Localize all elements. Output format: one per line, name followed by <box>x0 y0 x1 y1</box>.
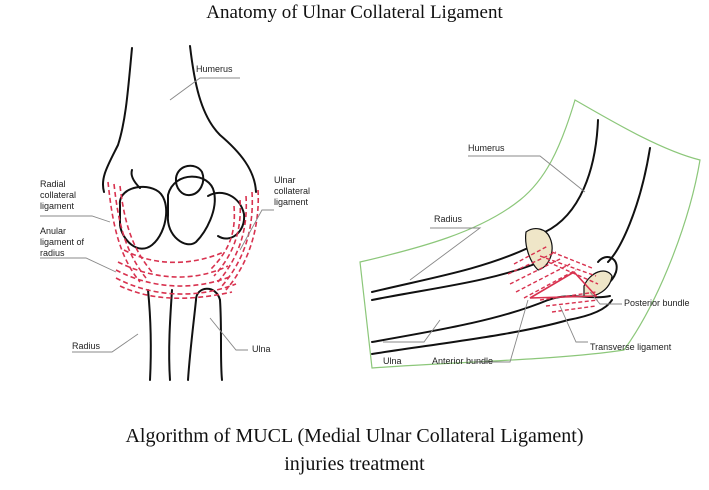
label-ulnar-line2: collateral <box>274 186 310 196</box>
capitulum <box>118 185 168 250</box>
label-anterior-bundle: Anterior bundle <box>432 356 493 366</box>
humerus-posterior-right <box>607 147 651 263</box>
label-radial-line1: Radial <box>40 179 66 189</box>
label-ulnar-line1: Ulnar <box>274 175 296 185</box>
caption-line-2: injuries treatment <box>284 453 425 475</box>
posterior-bundle <box>539 255 597 277</box>
radius-right <box>371 247 529 293</box>
radial-head-cartilage <box>525 228 553 271</box>
radius-bone <box>147 289 173 381</box>
caption-line-1: Algorithm of MUCL (Medial Ulnar Collater… <box>125 425 584 447</box>
cartilage-caps <box>525 228 613 297</box>
label-radius-right: Radius <box>434 214 463 224</box>
olecranon-notch <box>174 164 205 197</box>
label-anular-line3: radius <box>40 248 65 258</box>
ulnar-collateral-ligament <box>225 189 260 291</box>
label-transverse-ligament: Transverse ligament <box>590 342 672 352</box>
ulna-bone <box>187 299 223 381</box>
transverse-ligament <box>539 291 597 301</box>
anular-ligament <box>117 261 229 278</box>
label-radial-line3: ligament <box>40 201 75 211</box>
radial-collateral-ligament <box>107 181 141 283</box>
left-elbow-front-view <box>102 45 257 381</box>
transverse-band-outline <box>529 270 598 299</box>
left-labels: Humerus Radial collateral ligament Ulnar… <box>40 64 310 354</box>
right-labels: Humerus Radius Posterior bundle Ulna Ant… <box>383 143 690 366</box>
ulna-head <box>195 287 221 301</box>
label-ulnar-line3: ligament <box>274 197 309 207</box>
label-posterior-bundle: Posterior bundle <box>624 298 690 308</box>
figure-title: Anatomy of Ulnar Collateral Ligament <box>206 2 503 23</box>
right-leader-lines <box>383 155 622 363</box>
label-ulna-left: Ulna <box>252 344 271 354</box>
humerus-outline <box>102 45 257 193</box>
lateral-epicondyle <box>130 169 141 189</box>
label-anular-line1: Anular <box>40 226 66 236</box>
label-anular-line2: ligament of <box>40 237 85 247</box>
label-radius-left: Radius <box>72 341 101 351</box>
label-radial-line2: collateral <box>40 190 76 200</box>
label-humerus-right: Humerus <box>468 143 505 153</box>
medial-epicondyle <box>207 191 246 240</box>
right-elbow-side-view <box>371 119 651 355</box>
label-ulna-right: Ulna <box>383 356 402 366</box>
arm-skin-outline <box>359 99 701 369</box>
elbow-anatomy-diagram: Humerus Radial collateral ligament Ulnar… <box>40 45 701 381</box>
left-ligaments <box>107 181 260 299</box>
left-leader-lines <box>40 77 274 353</box>
label-humerus-left: Humerus <box>196 64 233 74</box>
right-ligaments <box>507 245 599 313</box>
trochlea <box>166 175 216 246</box>
humerus-shaft-right <box>544 119 599 233</box>
